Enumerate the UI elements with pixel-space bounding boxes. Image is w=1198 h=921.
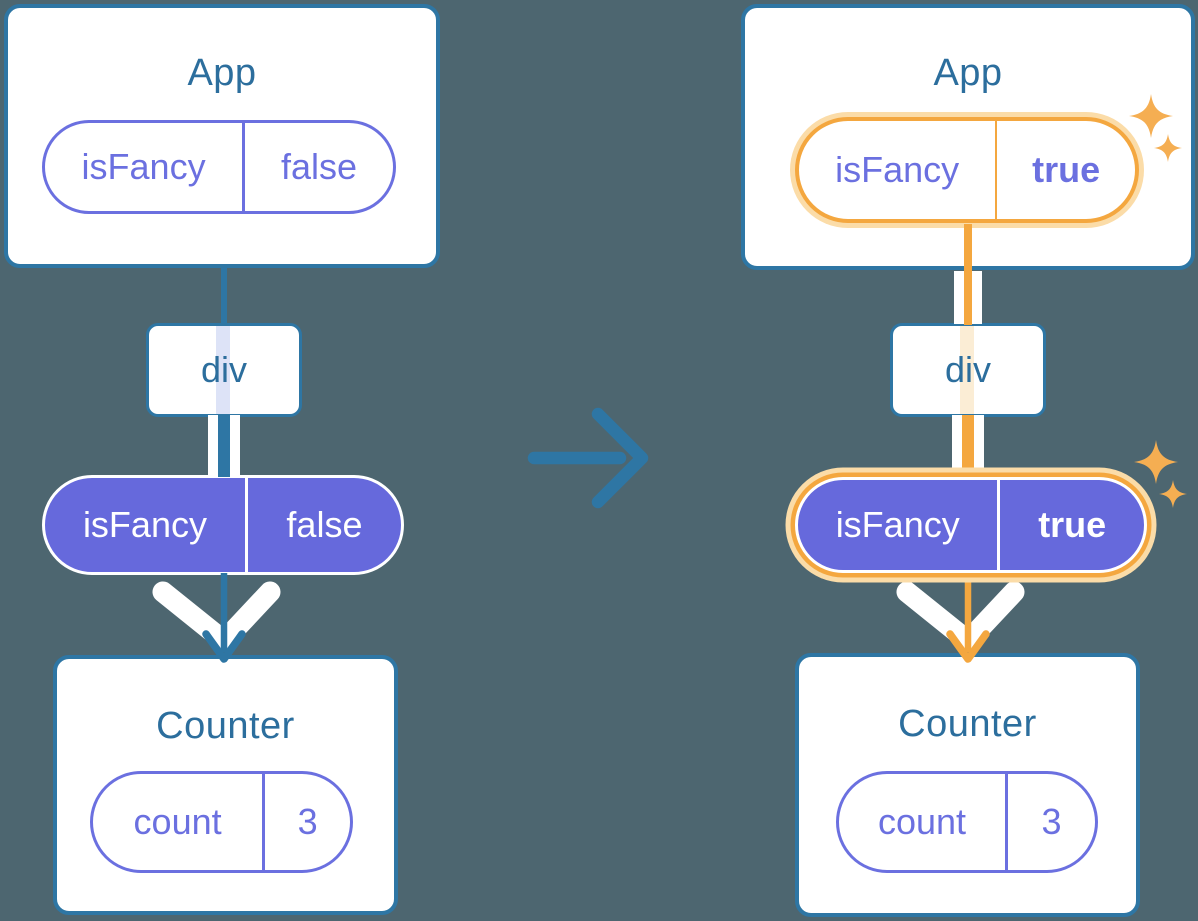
tree-edge xyxy=(218,415,230,477)
prop-name: isFancy xyxy=(799,121,998,219)
sparkle-icon xyxy=(1129,94,1182,162)
component-title: Counter xyxy=(898,703,1037,745)
prop-flow-line xyxy=(962,415,974,477)
pipe-wall xyxy=(208,415,218,477)
app-card: App isFancy false xyxy=(4,4,440,268)
state-name: count xyxy=(839,774,1008,870)
prop-pill: isFancy false xyxy=(42,120,396,214)
tree-edge xyxy=(221,266,227,324)
chevron-down-arrow-icon xyxy=(896,573,1025,663)
counter-card: Counter count 3 xyxy=(795,653,1140,917)
prop-pipe xyxy=(952,415,984,477)
div-card: div xyxy=(146,323,302,417)
prop-flow-line xyxy=(964,224,972,325)
prop-value: false xyxy=(281,146,358,187)
passed-prop-pill-highlighted: isFancy true xyxy=(795,477,1147,573)
prop-name: isFancy xyxy=(45,478,248,572)
state-value: 3 xyxy=(1041,801,1062,842)
prop-pipe xyxy=(208,415,240,477)
sparkle-icon xyxy=(1134,440,1187,508)
state-pill: count 3 xyxy=(836,771,1098,873)
prop-flow-stripe xyxy=(216,326,230,414)
passed-prop-pill: isFancy false xyxy=(42,475,404,575)
component-title: App xyxy=(187,52,257,94)
pipe-wall xyxy=(954,271,964,324)
prop-value: true xyxy=(1038,504,1107,545)
component-title: Counter xyxy=(156,705,295,747)
prop-pill-highlighted: isFancy true xyxy=(795,117,1139,223)
component-title: App xyxy=(933,52,1003,94)
counter-card: Counter count 3 xyxy=(53,655,398,915)
prop-name: isFancy xyxy=(45,123,246,211)
state-name: count xyxy=(93,774,266,870)
pipe-wall xyxy=(230,415,240,477)
div-label: div xyxy=(200,349,248,390)
prop-value: false xyxy=(286,504,363,545)
arrow-right-icon xyxy=(527,407,649,509)
prop-name: isFancy xyxy=(798,480,1001,570)
pipe-wall xyxy=(974,415,984,477)
pipe-wall xyxy=(952,415,962,477)
chevron-down-arrow-icon xyxy=(152,573,281,663)
pipe-wall xyxy=(972,271,982,324)
state-value: 3 xyxy=(297,801,318,842)
app-card: App isFancy true xyxy=(741,4,1195,270)
div-card: div xyxy=(890,323,1046,417)
prop-value: true xyxy=(1032,149,1101,190)
state-pill: count 3 xyxy=(90,771,353,873)
prop-flow-stripe xyxy=(960,326,974,414)
div-label: div xyxy=(944,349,992,390)
